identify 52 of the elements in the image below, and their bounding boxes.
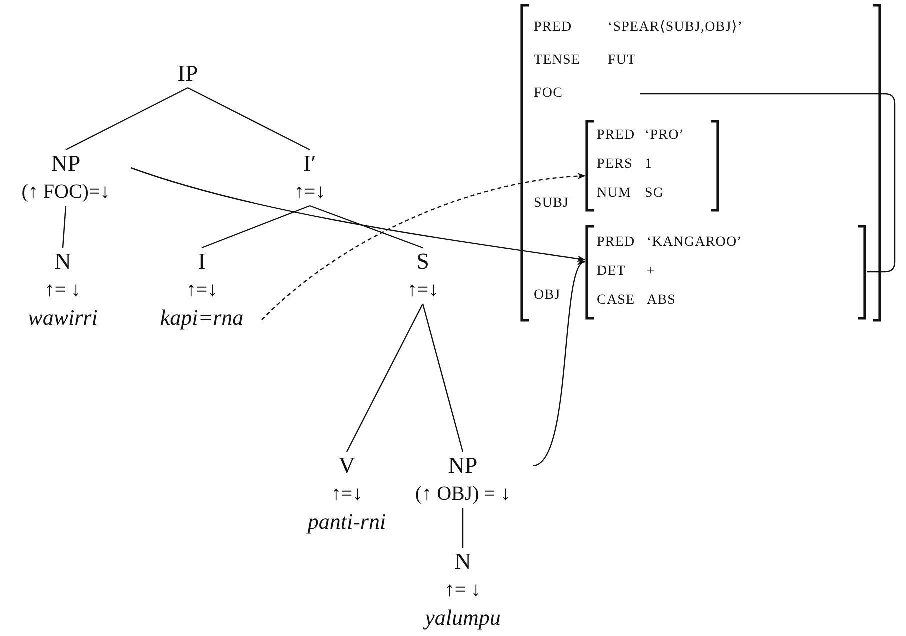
word-form: wawirri <box>27 304 99 332</box>
category-label: IP <box>176 60 200 88</box>
feature-name: TENSE <box>534 52 581 70</box>
category-label: NP <box>50 150 82 178</box>
feature-value: SG <box>645 185 664 203</box>
annotation: (↑ FOC)=↓ <box>20 180 112 205</box>
category-label: N <box>454 548 472 576</box>
annotation: ↑=↓ <box>330 482 364 507</box>
feature-name: PRED <box>534 19 572 37</box>
feature-name: OBJ <box>534 287 561 305</box>
branch-line <box>202 205 310 249</box>
arrow <box>130 167 586 262</box>
annotation: ↑=↓ <box>406 278 440 303</box>
category-label: NP <box>447 452 479 480</box>
word-form: kapi=rna <box>159 304 245 332</box>
category-label: I <box>197 248 207 276</box>
feature-value: 1 <box>645 156 653 174</box>
feature-value: FUT <box>608 52 636 70</box>
branch-line <box>188 87 310 151</box>
arrow <box>262 173 586 320</box>
branch-line <box>66 87 188 151</box>
annotation: ↑=↓ <box>293 180 327 205</box>
feature-value: ‘SPEAR⟨SUBJ,OBJ⟩’ <box>608 19 744 37</box>
feature-name: NUM <box>597 185 632 203</box>
arrow <box>532 262 586 467</box>
annotation: ↑=↓ <box>185 278 219 303</box>
word-form: yalumpu <box>422 604 502 632</box>
feature-name: PRED <box>597 234 636 252</box>
category-label: V <box>338 452 356 480</box>
feature-name: PERS <box>597 156 633 174</box>
feature-name: FOC <box>534 85 564 103</box>
feature-name: DET <box>597 263 626 281</box>
feature-value: ‘PRO’ <box>645 127 685 145</box>
category-label: N <box>54 248 72 276</box>
connecting-line <box>640 93 896 273</box>
branch-line <box>310 205 424 249</box>
branch-line <box>422 304 464 452</box>
annotation: ↑= ↓ <box>444 578 482 603</box>
branch-line <box>62 206 67 248</box>
feature-value: ‘KANGAROO’ <box>647 234 742 252</box>
annotation: ↑= ↓ <box>44 278 82 303</box>
feature-value: ABS <box>647 292 676 310</box>
category-label: I′ <box>302 150 318 178</box>
annotation: (↑ OBJ) = ↓ <box>414 482 512 507</box>
feature-name: CASE <box>597 292 636 310</box>
word-form: panti-rni <box>306 508 388 536</box>
feature-name: PRED <box>597 127 636 145</box>
feature-value: + <box>647 263 656 281</box>
branch-line <box>346 304 424 452</box>
feature-name: SUBJ <box>534 195 570 213</box>
category-label: S <box>416 248 430 276</box>
branch-line <box>462 508 464 548</box>
